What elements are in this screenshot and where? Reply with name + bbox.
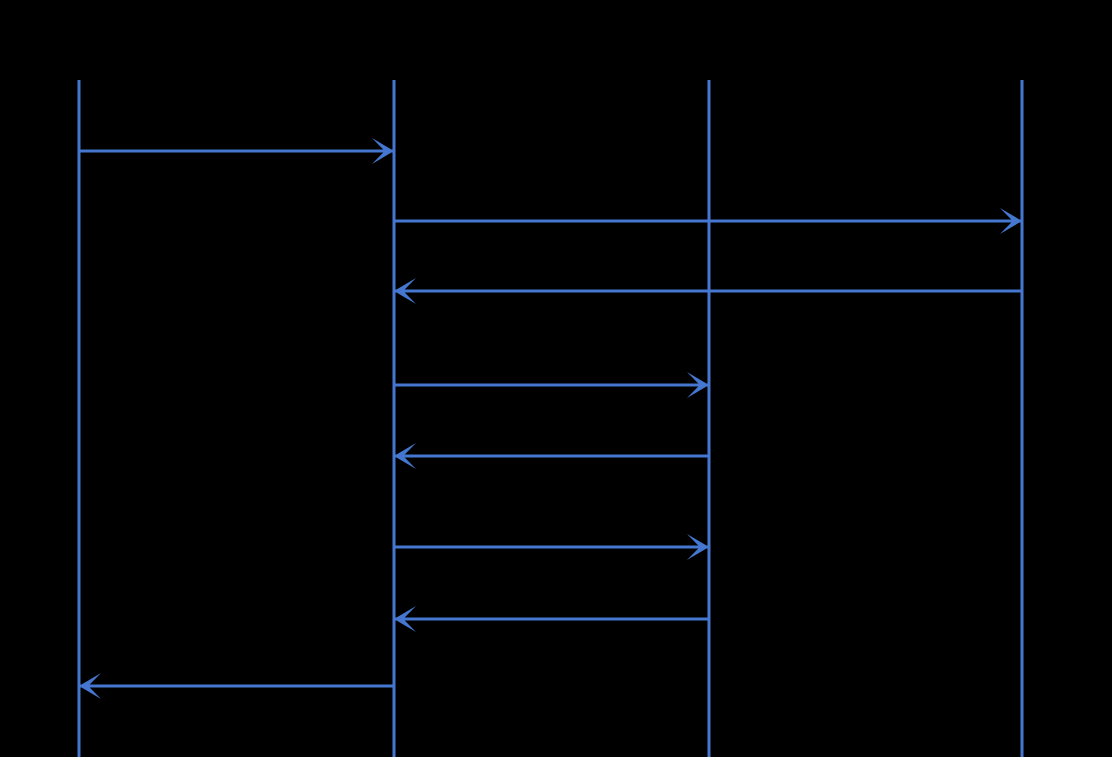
arrow-head-1 bbox=[372, 138, 394, 164]
arrow-head-3 bbox=[394, 278, 416, 304]
message-2 bbox=[394, 208, 1022, 234]
message-1 bbox=[79, 138, 394, 164]
arrow-head-4 bbox=[687, 372, 709, 398]
message-4 bbox=[394, 372, 709, 398]
message-5 bbox=[394, 443, 709, 469]
arrow-head-6 bbox=[687, 534, 709, 560]
message-6 bbox=[394, 534, 709, 560]
arrow-head-8 bbox=[79, 673, 101, 699]
arrow-head-5 bbox=[394, 443, 416, 469]
message-7 bbox=[394, 606, 709, 632]
lifelines-group bbox=[77, 80, 1024, 757]
message-8 bbox=[79, 673, 394, 699]
messages-group bbox=[79, 138, 1022, 699]
arrow-head-7 bbox=[394, 606, 416, 632]
arrow-head-2 bbox=[1000, 208, 1022, 234]
message-3 bbox=[394, 278, 1022, 304]
